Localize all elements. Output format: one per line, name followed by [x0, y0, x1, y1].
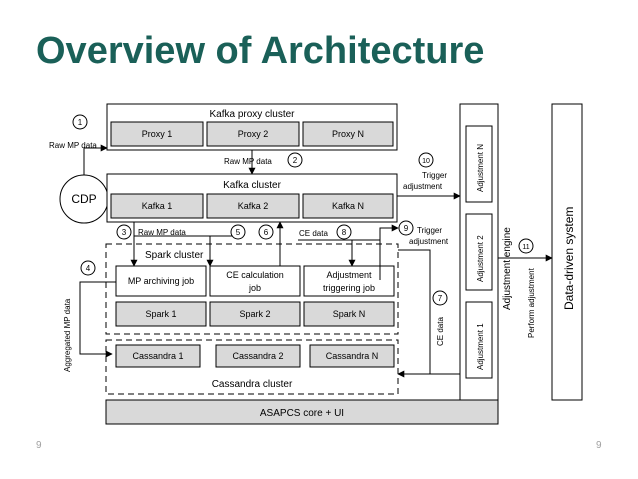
raw-mp-data-label-2: Raw MP data [224, 157, 272, 166]
spark-n: Spark N [333, 309, 366, 319]
adjustment-n: Adjustment N [476, 144, 485, 192]
cdp-label: CDP [71, 192, 96, 206]
ce-calculation-job-2: job [248, 283, 261, 293]
cassandra-cluster [105, 339, 399, 395]
proxy-1: Proxy 1 [142, 129, 173, 139]
step-7: 7 [438, 294, 443, 303]
aggregated-mp-data-label: Aggregated MP data [63, 298, 72, 372]
step-9: 9 [404, 224, 409, 233]
trigger-label-10a: Trigger [422, 171, 447, 180]
kafka-proxy-cluster-label: Kafka proxy cluster [209, 109, 295, 120]
trigger-label-9b: adjustment [409, 237, 449, 246]
ce-data-label-8: CE data [299, 229, 328, 238]
step-5: 5 [236, 228, 241, 237]
step-1: 1 [78, 118, 83, 127]
trigger-label-10b: adjustment [403, 182, 443, 191]
step-10: 10 [422, 158, 430, 165]
step-4: 4 [86, 264, 91, 273]
cassandra-2: Cassandra 2 [232, 351, 283, 361]
spark-cluster [105, 243, 399, 335]
kafka-2: Kafka 2 [238, 201, 269, 211]
data-driven-system [551, 103, 583, 401]
spark-1: Spark 1 [145, 309, 176, 319]
proxy-2: Proxy 2 [238, 129, 269, 139]
data-driven-system-label: Data-driven system [562, 207, 576, 310]
adjustment-triggering-job: Adjustment [326, 270, 372, 280]
perform-adjustment-label: Perform adjustment [527, 267, 536, 338]
ce-calculation-job: CE calculation [226, 270, 284, 280]
step-3: 3 [122, 228, 127, 237]
asapcs-core-label: ASAPCS core + UI [260, 408, 344, 419]
kafka-cluster-label: Kafka cluster [223, 180, 281, 191]
adjustment-2: Adjustment 2 [476, 235, 485, 282]
spark-2: Spark 2 [239, 309, 270, 319]
page-number-left: 9 [36, 440, 42, 451]
kafka-1: Kafka 1 [142, 201, 173, 211]
spark-cluster-label: Spark cluster [145, 250, 204, 261]
step-11: 11 [522, 244, 529, 251]
kafka-n: Kafka N [332, 201, 364, 211]
step-2: 2 [293, 156, 298, 165]
cassandra-cluster-label: Cassandra cluster [212, 379, 293, 390]
adjustment-triggering-job-2: triggering job [323, 283, 375, 293]
asapcs-core [105, 399, 499, 425]
step-8: 8 [342, 228, 347, 237]
cassandra-1: Cassandra 1 [132, 351, 183, 361]
trigger-label-9a: Trigger [417, 226, 442, 235]
page-number-right: 9 [596, 440, 602, 451]
raw-mp-data-label-1: Raw MP data [49, 141, 97, 150]
adjustment-engine-label: Adjustment engine [502, 227, 513, 310]
mp-archiving-job: MP archiving job [128, 276, 194, 286]
step-6: 6 [264, 228, 269, 237]
adjustment-1: Adjustment 1 [476, 323, 485, 370]
cassandra-n: Cassandra N [326, 351, 379, 361]
raw-mp-data-label-3: Raw MP data [138, 228, 186, 237]
page-title: Overview of Architecture [36, 30, 485, 72]
ce-data-label-7: CE data [436, 317, 445, 346]
proxy-n: Proxy N [332, 129, 364, 139]
